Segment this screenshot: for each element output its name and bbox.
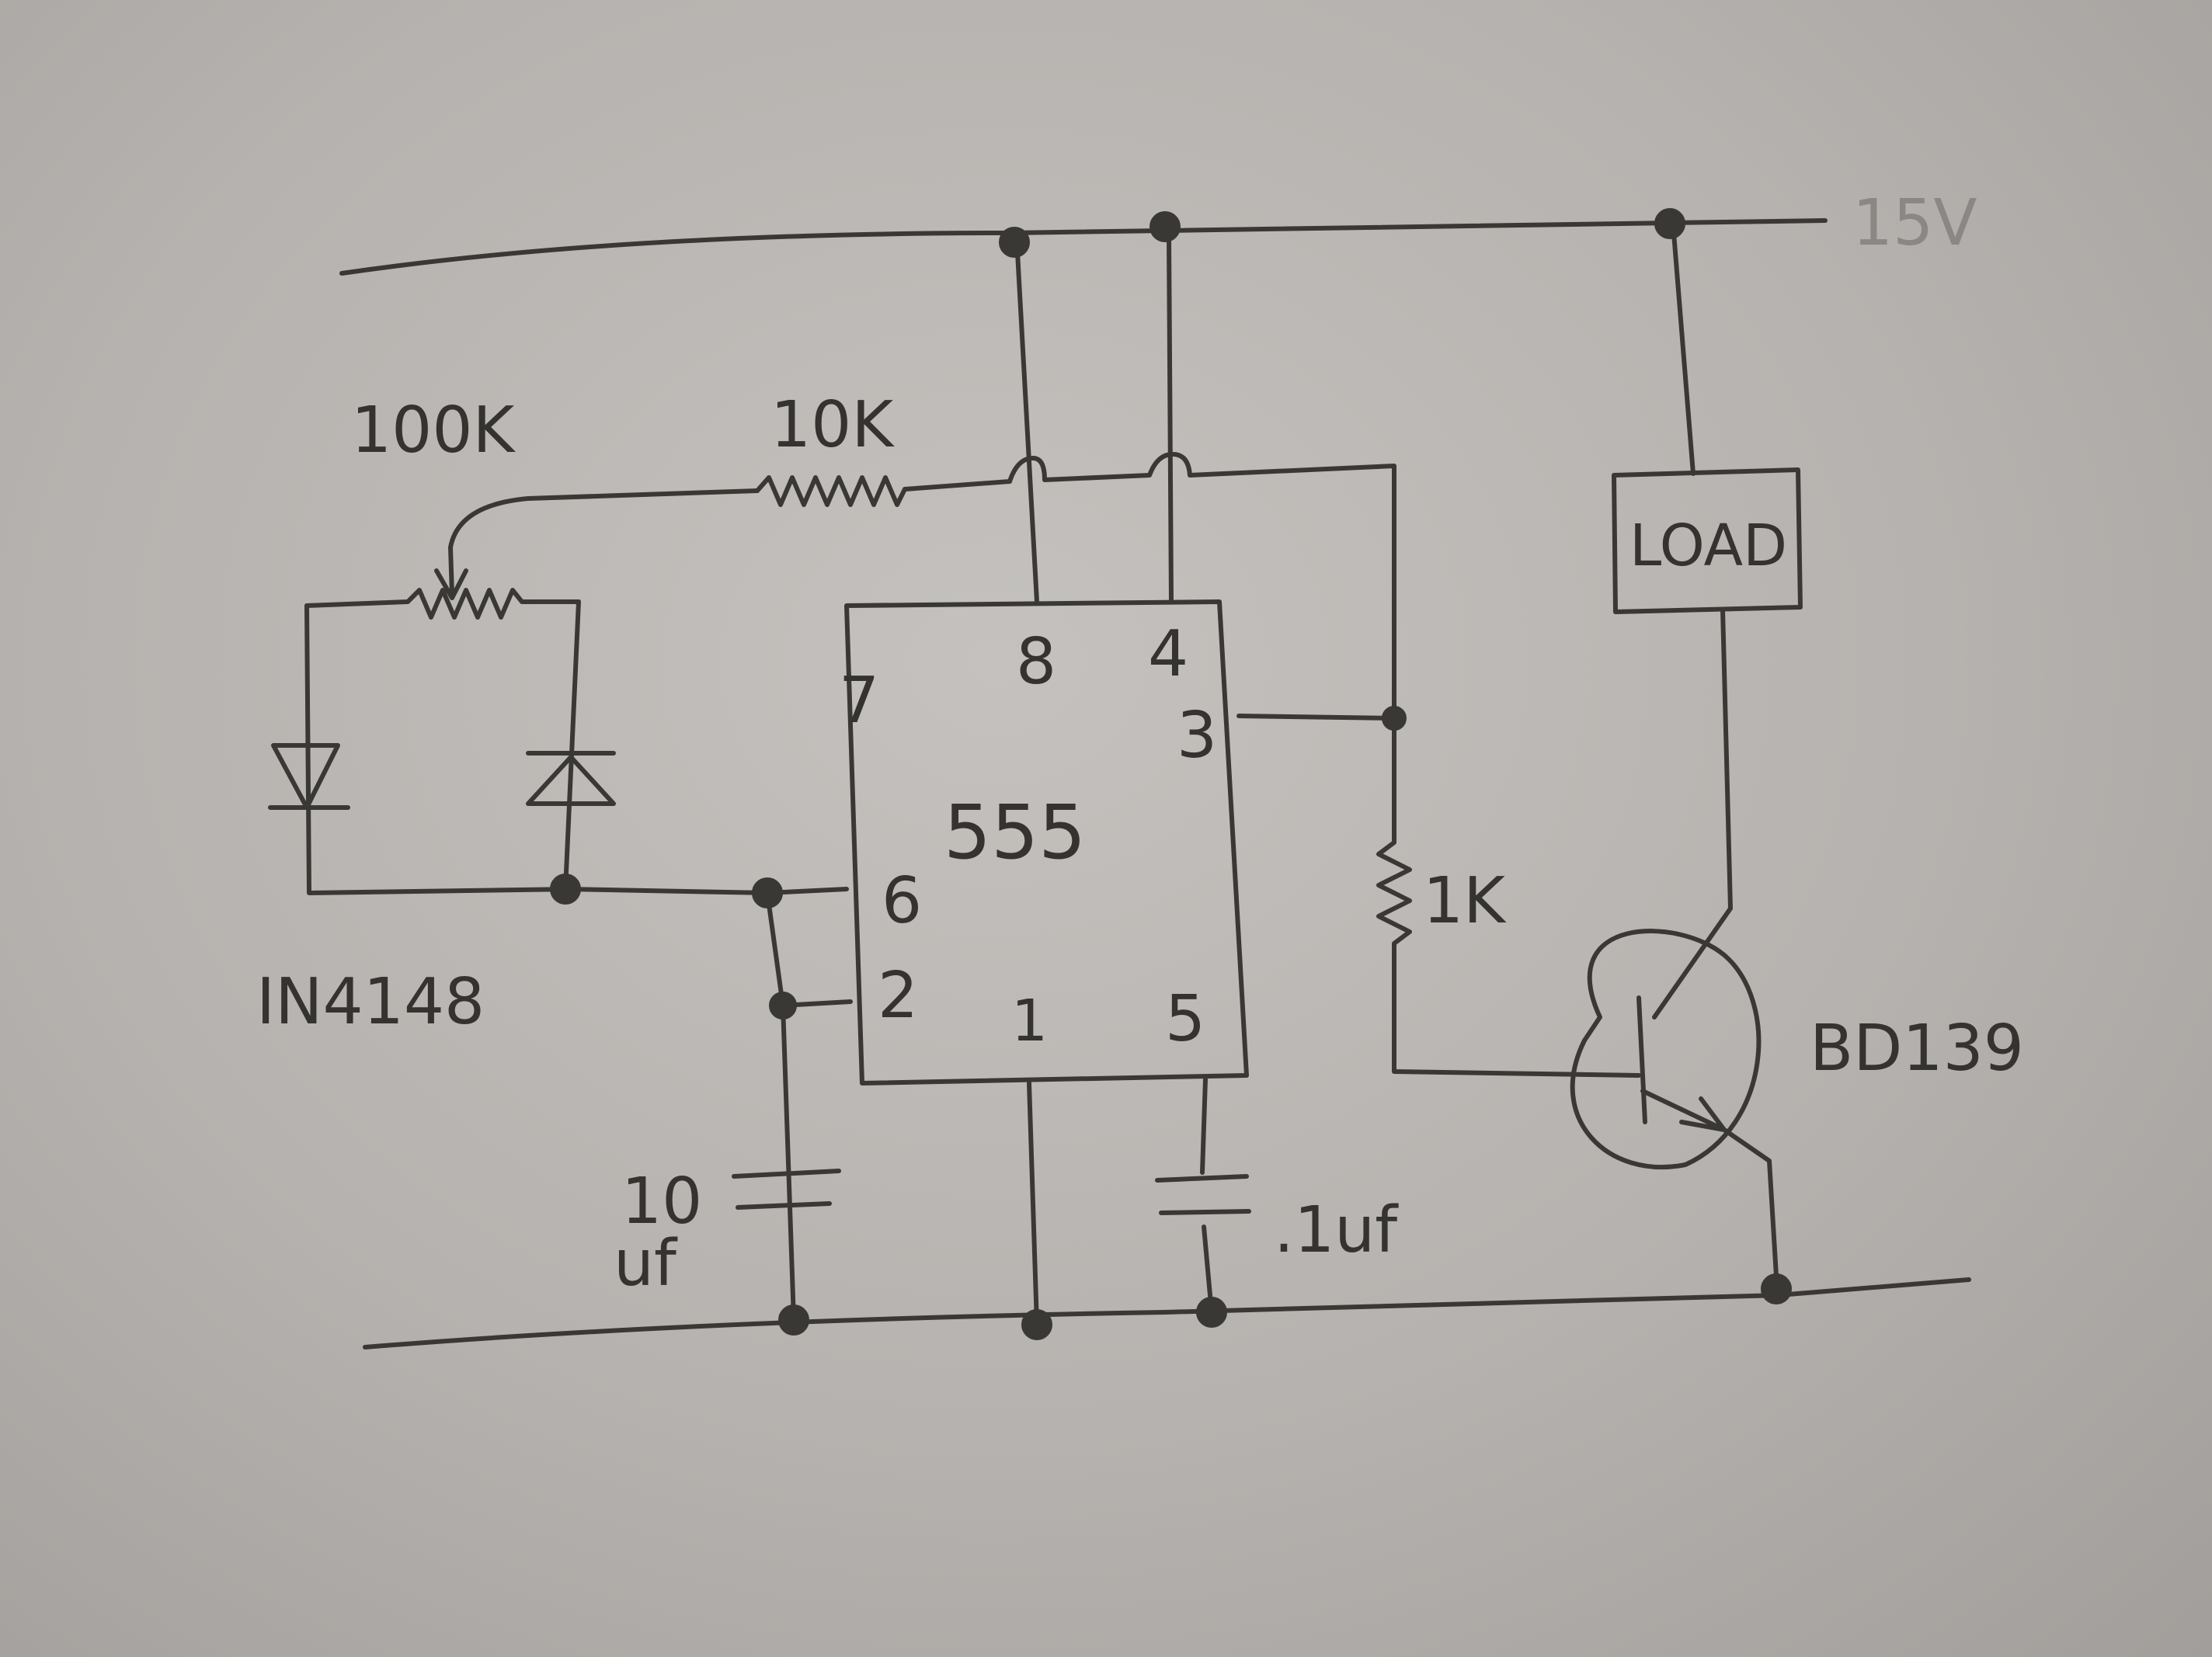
pin-label-2: 2 — [878, 959, 918, 1033]
pot-wiper-arrow — [434, 545, 468, 600]
wire-left-diode — [304, 603, 577, 895]
resistor-1k — [1376, 716, 1641, 1078]
wire-right-diode — [563, 599, 581, 891]
diode-right — [526, 751, 616, 806]
pin-label-7: 7 — [839, 664, 879, 738]
load-box — [1612, 467, 1803, 614]
supply-rail — [339, 218, 1828, 276]
ground-rail — [363, 1277, 1971, 1350]
label-ctrl-cap: .1uf — [1274, 1193, 1399, 1267]
wire-pin2 — [781, 999, 853, 1008]
label-1k: 1K — [1423, 864, 1507, 938]
wire-wiper-to-10k — [448, 488, 760, 550]
label-load: LOAD — [1629, 512, 1787, 579]
wire-to-pin6 — [563, 887, 849, 895]
diode-left — [268, 743, 350, 810]
wire-pin3 — [1236, 714, 1396, 721]
capacitor-10uf — [732, 1169, 841, 1210]
ic-555-body — [844, 599, 1249, 1086]
pot-100k — [304, 588, 581, 620]
pin-label-5: 5 — [1165, 982, 1205, 1056]
pin-label-8: 8 — [1016, 625, 1056, 699]
junction-vcc-pin4 — [1149, 211, 1181, 242]
label-timing-cap-unit: uf — [614, 1227, 678, 1301]
wire-pin8 — [1015, 250, 1039, 604]
junction-vcc-load — [1654, 208, 1685, 239]
transistor-circle — [1570, 929, 1762, 1170]
pin-label-6: 6 — [882, 864, 922, 938]
label-supply-voltage: 15V — [1852, 186, 1977, 260]
wire-pin6-to-pin2 — [765, 891, 796, 1322]
wire-pin4 — [1167, 234, 1174, 604]
label-diodes: IN4148 — [256, 965, 485, 1039]
wire-pin5 — [1200, 1077, 1214, 1315]
resistor-10k — [755, 475, 907, 507]
transistor-base-bar — [1636, 995, 1647, 1124]
label-ic-name: 555 — [944, 789, 1086, 876]
transistor-emitter — [1640, 1089, 1779, 1291]
wire-pin1 — [1027, 1081, 1039, 1327]
wire-10k-to-output — [903, 452, 1396, 721]
label-timing-cap-value: 10 — [621, 1165, 702, 1238]
label-10k: 10K — [770, 388, 895, 462]
junction-vcc-pin8 — [999, 227, 1030, 258]
pin-label-4: 4 — [1148, 617, 1188, 691]
pin-label-3: 3 — [1177, 699, 1217, 773]
wire-vcc-to-load — [1671, 231, 1696, 476]
label-transistor: BD139 — [1810, 1012, 2024, 1086]
label-pot: 100K — [351, 394, 516, 467]
wire-load-to-collector — [1652, 607, 1733, 1020]
pin-label-1: 1 — [1011, 988, 1048, 1054]
capacitor-01uf — [1155, 1174, 1251, 1215]
